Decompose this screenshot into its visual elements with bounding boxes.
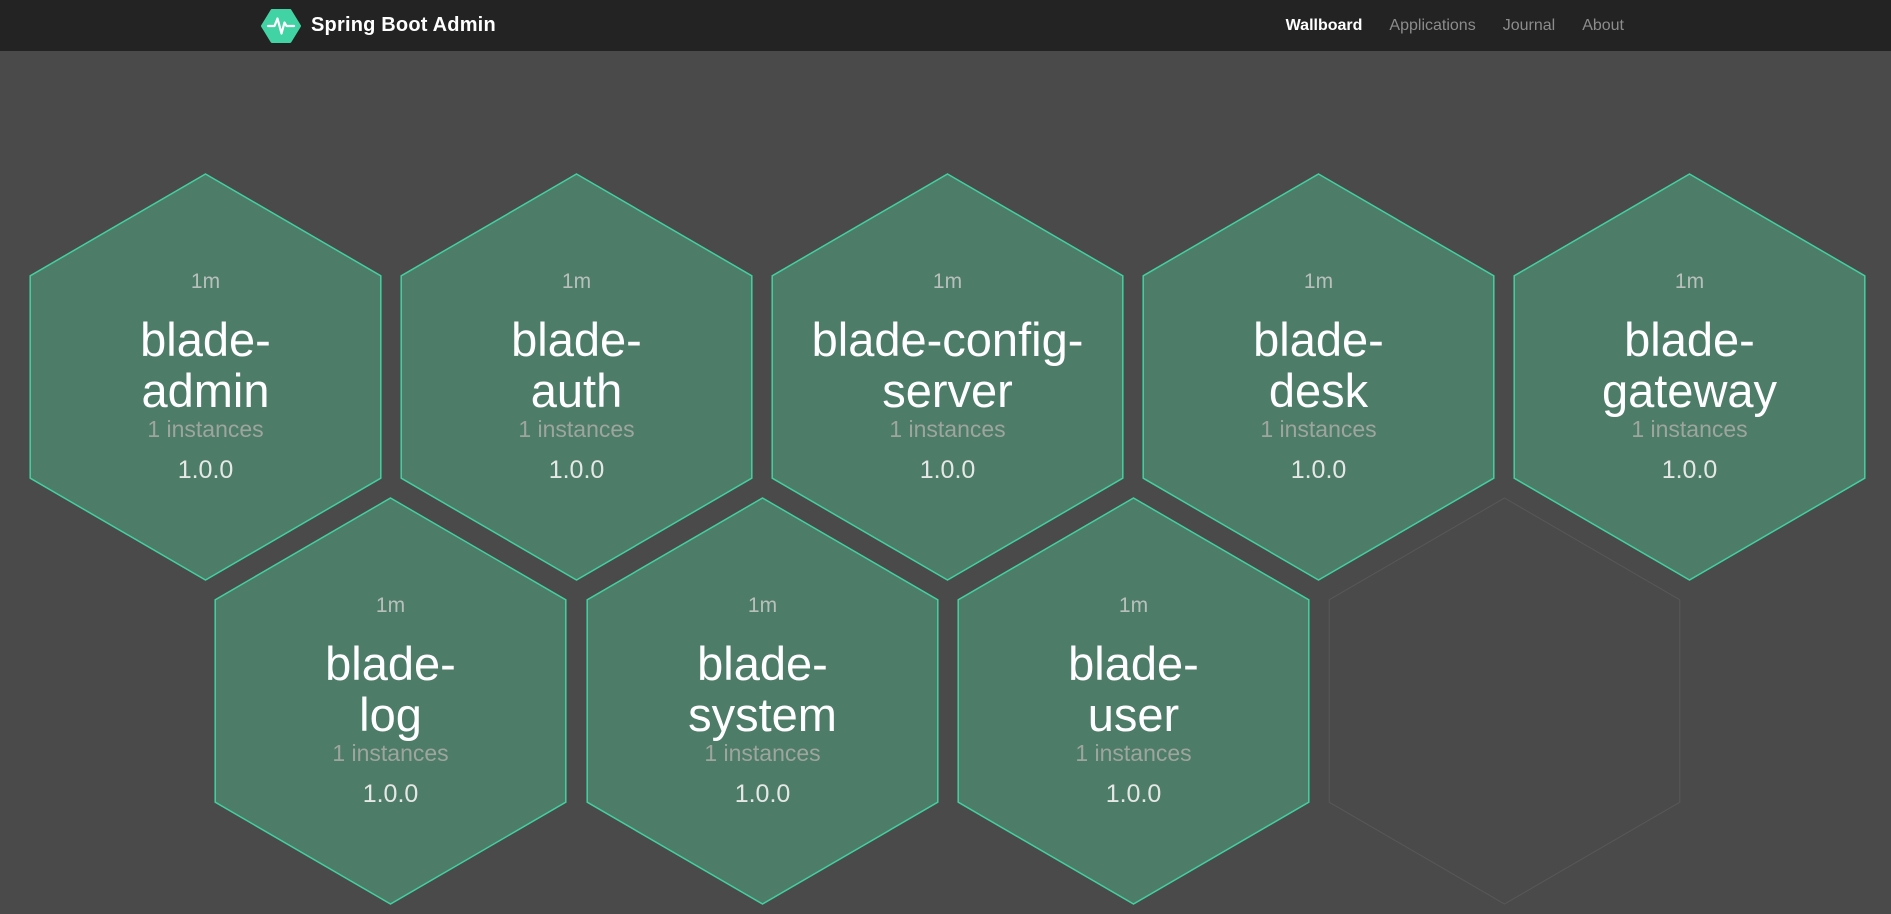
empty-hexagon-outline: [1328, 497, 1681, 905]
app-name: blade- log: [325, 638, 456, 740]
version-label: 1.0.0: [1105, 780, 1162, 808]
hex-tile-blade-user[interactable]: 1m blade- user 1 instances 1.0.0: [957, 497, 1310, 905]
uptime-label: 1m: [1674, 270, 1705, 293]
app-name-line1: blade-: [697, 637, 828, 690]
hexagon-shape: [214, 497, 567, 905]
app-name-line1: blade-: [511, 313, 642, 366]
hex-tile-blade-log[interactable]: 1m blade- log 1 instances 1.0.0: [214, 497, 567, 905]
app-name-line1: blade-: [1068, 637, 1199, 690]
main-nav: Wallboard Applications Journal About: [1286, 0, 1624, 51]
tile-content: 1m blade- gateway 1 instances 1.0.0: [1513, 173, 1866, 581]
hex-tile-blade-config-server[interactable]: 1m blade-config- server 1 instances 1.0.…: [771, 173, 1124, 581]
version-label: 1.0.0: [362, 780, 419, 808]
version-label: 1.0.0: [1290, 456, 1347, 484]
brand[interactable]: Spring Boot Admin: [261, 0, 496, 51]
version-label: 1.0.0: [919, 456, 976, 484]
tile-content: 1m blade- system 1 instances 1.0.0: [586, 497, 939, 905]
nav-item-applications[interactable]: Applications: [1389, 16, 1476, 34]
app-name-line1: blade-: [140, 313, 271, 366]
hex-tile-empty-placeholder: [1328, 497, 1681, 905]
uptime-label: 1m: [190, 270, 221, 293]
uptime-label: 1m: [932, 270, 963, 293]
tile-content: 1m blade- admin 1 instances 1.0.0: [29, 173, 382, 581]
app-name: blade- auth: [511, 314, 642, 416]
hexagon-shape: [29, 173, 382, 581]
uptime-label: 1m: [375, 594, 406, 617]
app-name-line1: blade-config-: [811, 313, 1084, 366]
wallboard: 1m blade- admin 1 instances 1.0.0 1m bla…: [0, 51, 1891, 914]
instances-label: 1 instances: [332, 740, 449, 766]
instances-label: 1 instances: [1075, 740, 1192, 766]
app-name-line2: server: [882, 364, 1013, 417]
instances-label: 1 instances: [1260, 416, 1377, 442]
app-name: blade- admin: [140, 314, 271, 416]
app-name-line2: user: [1087, 688, 1180, 741]
app-name: blade- system: [688, 638, 837, 740]
app-name-line2: auth: [530, 364, 623, 417]
version-label: 1.0.0: [1661, 456, 1718, 484]
app-title: Spring Boot Admin: [311, 14, 496, 36]
hex-tile-blade-auth[interactable]: 1m blade- auth 1 instances 1.0.0: [400, 173, 753, 581]
hexagon-shape: [1513, 173, 1866, 581]
instances-label: 1 instances: [147, 416, 264, 442]
nav-item-journal[interactable]: Journal: [1502, 16, 1556, 34]
app-name-line2: log: [359, 688, 422, 741]
app-name-line1: blade-: [1624, 313, 1755, 366]
version-label: 1.0.0: [177, 456, 234, 484]
hexagon-shape: [771, 173, 1124, 581]
hex-tile-blade-desk[interactable]: 1m blade- desk 1 instances 1.0.0: [1142, 173, 1495, 581]
instances-label: 1 instances: [704, 740, 821, 766]
nav-item-about[interactable]: About: [1582, 16, 1624, 34]
app-name: blade- gateway: [1602, 314, 1777, 416]
hexagon-shape: [957, 497, 1310, 905]
tile-content: 1m blade- desk 1 instances 1.0.0: [1142, 173, 1495, 581]
version-label: 1.0.0: [548, 456, 605, 484]
uptime-label: 1m: [1118, 594, 1149, 617]
instances-label: 1 instances: [889, 416, 1006, 442]
version-label: 1.0.0: [734, 780, 791, 808]
app-name-line2: system: [688, 688, 837, 741]
tile-content: 1m blade-config- server 1 instances 1.0.…: [771, 173, 1124, 581]
app-name-line1: blade-: [1253, 313, 1384, 366]
app-name-line1: blade-: [325, 637, 456, 690]
tile-content: 1m blade- user 1 instances 1.0.0: [957, 497, 1310, 905]
top-navbar: Spring Boot Admin Wallboard Applications…: [0, 0, 1891, 51]
app-name: blade- user: [1068, 638, 1199, 740]
pulse-hexagon-icon: [261, 8, 301, 43]
app-name: blade-config- server: [812, 314, 1084, 416]
hexagon-shape: [400, 173, 753, 581]
uptime-label: 1m: [1303, 270, 1334, 293]
nav-item-wallboard[interactable]: Wallboard: [1285, 16, 1363, 34]
app-name-line2: desk: [1268, 364, 1369, 417]
hex-tile-blade-gateway[interactable]: 1m blade- gateway 1 instances 1.0.0: [1513, 173, 1866, 581]
instances-label: 1 instances: [1631, 416, 1748, 442]
app-name-line2: admin: [141, 364, 270, 417]
hex-tile-blade-admin[interactable]: 1m blade- admin 1 instances 1.0.0: [29, 173, 382, 581]
tile-content: 1m blade- log 1 instances 1.0.0: [214, 497, 567, 905]
uptime-label: 1m: [747, 594, 778, 617]
app-name: blade- desk: [1253, 314, 1384, 416]
instances-label: 1 instances: [518, 416, 635, 442]
hexagon-shape: [1142, 173, 1495, 581]
tile-content: 1m blade- auth 1 instances 1.0.0: [400, 173, 753, 581]
hexagon-shape: [586, 497, 939, 905]
hex-tile-blade-system[interactable]: 1m blade- system 1 instances 1.0.0: [586, 497, 939, 905]
app-name-line2: gateway: [1601, 364, 1778, 417]
uptime-label: 1m: [561, 270, 592, 293]
